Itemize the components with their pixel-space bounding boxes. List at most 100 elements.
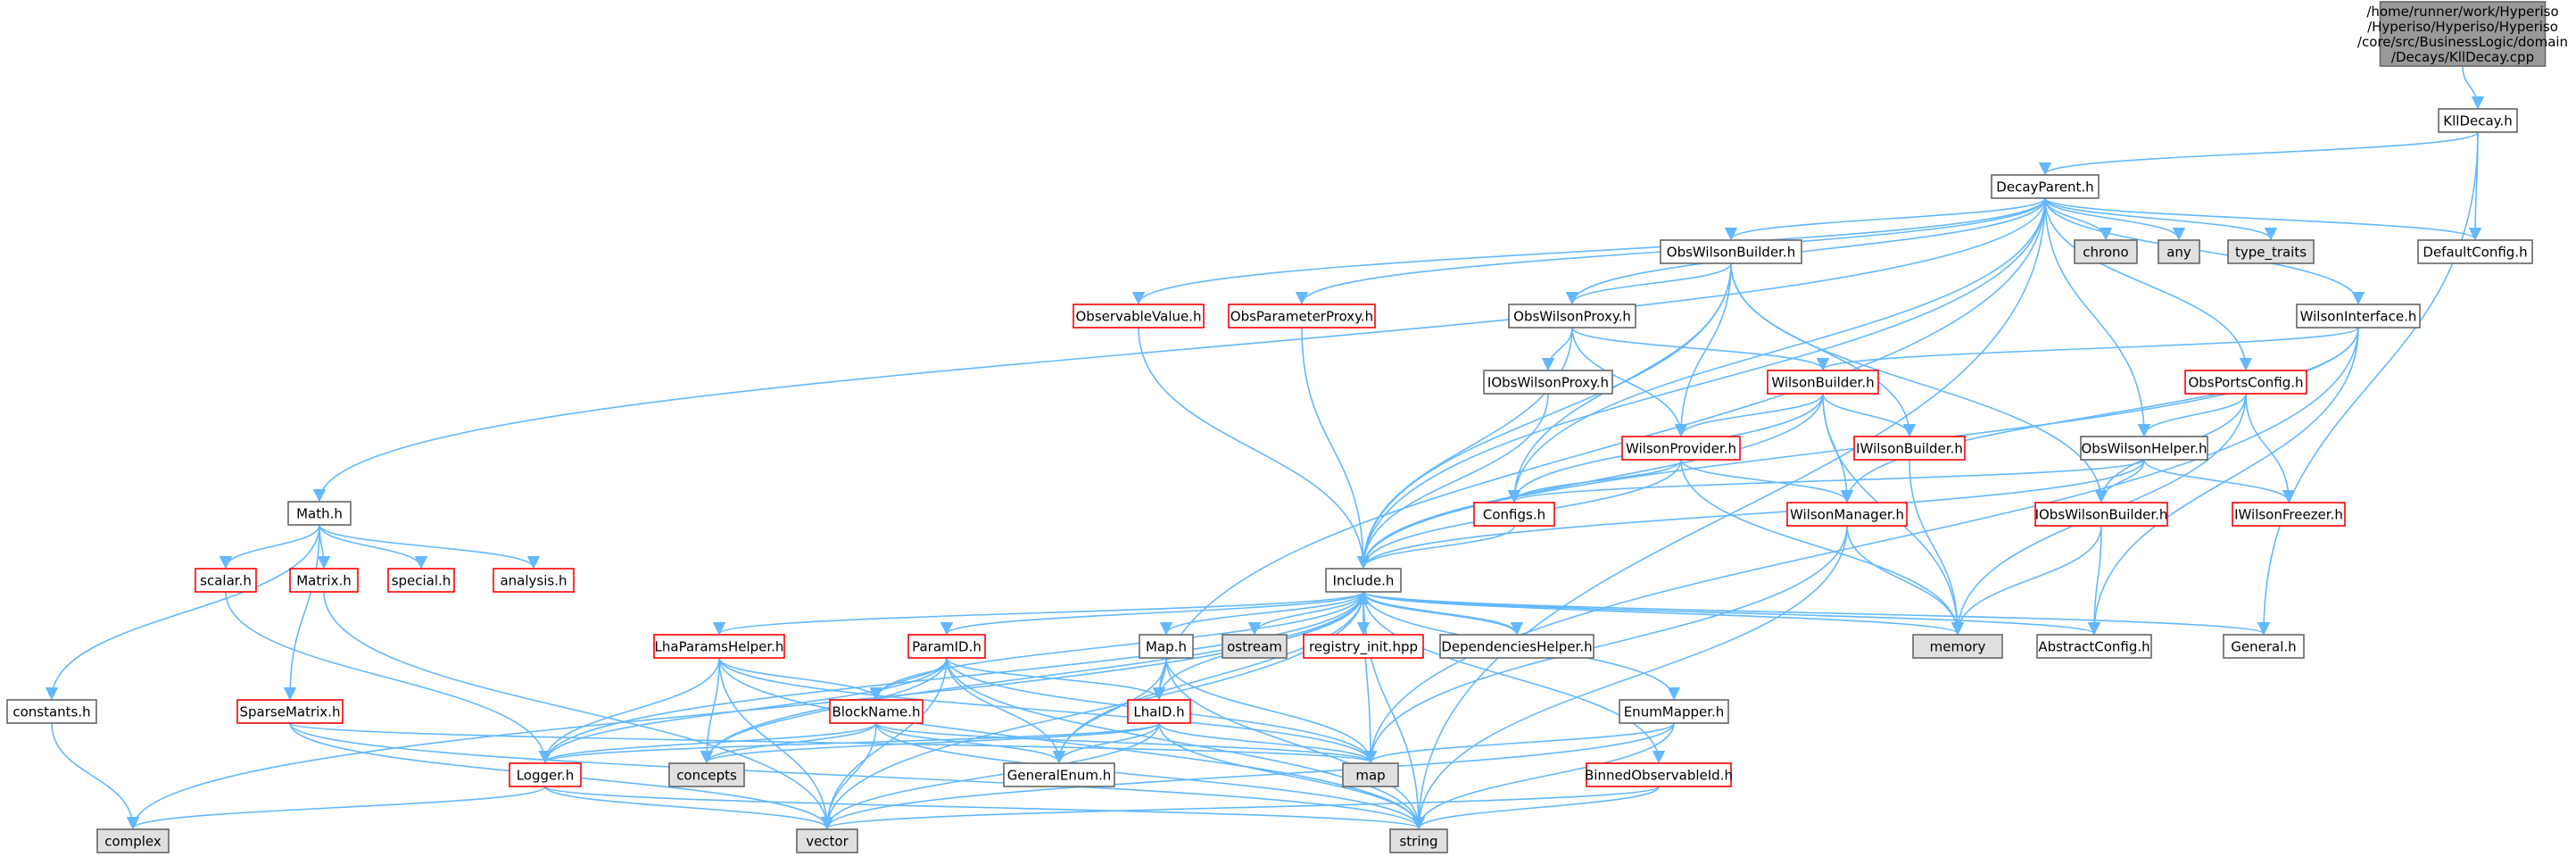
- node-ParamID[interactable]: ParamID.h: [907, 634, 986, 659]
- node-IWilsonFreezer[interactable]: IWilsonFreezer.h: [2232, 502, 2346, 527]
- node-memory[interactable]: memory: [1912, 634, 2003, 659]
- node-label-Matrix: Matrix.h: [296, 573, 352, 589]
- edge-BinnedObservableId-to-vector: [821, 786, 1660, 830]
- node-label-Math: Math.h: [296, 506, 343, 522]
- node-label-analysis: analysis.h: [500, 573, 567, 589]
- node-LhaParamsHelper[interactable]: LhaParamsHelper.h: [653, 634, 785, 659]
- node-box-WilsonManager: [1786, 502, 1908, 527]
- node-DefaultConfig[interactable]: DefaultConfig.h: [2417, 239, 2533, 264]
- node-box-ostream: [1222, 634, 1288, 659]
- node-any[interactable]: any: [2158, 239, 2200, 264]
- edge-KllDecay-to-DecayParent: [2039, 131, 2479, 176]
- node-box-concepts: [668, 762, 745, 787]
- edge-ObsParameterProxy-to-Include: [1301, 327, 1371, 570]
- node-SparseMatrix[interactable]: SparseMatrix.h: [236, 699, 344, 724]
- edge-Include-to-General: [1363, 591, 2270, 636]
- node-ObsParameterProxy[interactable]: ObsParameterProxy.h: [1228, 304, 1376, 329]
- node-box-IWilsonFreezer: [2232, 502, 2346, 527]
- node-BinnedObservableId[interactable]: BinnedObservableId.h: [1585, 762, 1733, 787]
- node-constants[interactable]: constants.h: [6, 699, 97, 724]
- edge-LhaID-to-map: [1158, 722, 1378, 764]
- node-AbstractConfig[interactable]: AbstractConfig.h: [2036, 634, 2152, 659]
- node-ObsWilsonHelper[interactable]: ObsWilsonHelper.h: [2080, 436, 2208, 461]
- node-label-DecayParent: DecayParent.h: [1996, 179, 2093, 196]
- edge-DecayParent-to-string: [1412, 197, 2046, 830]
- node-label-LhaID: LhaID.h: [1133, 704, 1184, 720]
- node-label-chrono: chrono: [2083, 245, 2128, 261]
- node-Configs[interactable]: Configs.h: [1473, 502, 1555, 527]
- node-box-GeneralEnum: [1003, 762, 1115, 787]
- edge-LhaParamsHelper-to-string: [718, 657, 1426, 830]
- node-ObsPortsConfig[interactable]: ObsPortsConfig.h: [2184, 370, 2307, 395]
- node-registry_init[interactable]: registry_init.hpp: [1303, 634, 1424, 659]
- node-label-constants: constants.h: [12, 704, 90, 720]
- edge-WilsonInterface-to-WilsonManager: [1840, 327, 2359, 503]
- edge-root-to-KllDecay: [2462, 65, 2485, 110]
- node-ObservableValue[interactable]: ObservableValue.h: [1073, 304, 1205, 329]
- node-label-BlockName: BlockName.h: [832, 704, 920, 720]
- edge-ObsWilsonHelper-to-Configs: [1508, 459, 2145, 503]
- node-IObsWilsonBuilder[interactable]: IObsWilsonBuilder.h: [2034, 502, 2168, 527]
- node-string[interactable]: string: [1389, 828, 1448, 853]
- edge-Include-to-AbstractConfig: [1363, 591, 2100, 636]
- node-map[interactable]: map: [1342, 762, 1399, 787]
- node-box-General: [2223, 634, 2305, 659]
- edge-BlockName-to-GeneralEnum: [875, 722, 1066, 764]
- edge-DecayParent-to-ObsPortsConfig: [2044, 197, 2253, 371]
- node-WilsonManager[interactable]: WilsonManager.h: [1786, 502, 1908, 527]
- node-concepts[interactable]: concepts: [668, 762, 745, 787]
- node-label-ObsWilsonProxy: ObsWilsonProxy.h: [1513, 309, 1631, 325]
- node-root[interactable]: /home/runner/work/Hyperiso/Hyperiso/Hype…: [2357, 1, 2568, 67]
- node-scalar[interactable]: scalar.h: [195, 568, 257, 593]
- node-Matrix[interactable]: Matrix.h: [289, 568, 359, 593]
- node-WilsonInterface[interactable]: WilsonInterface.h: [2296, 304, 2421, 329]
- node-label-IWilsonBuilder: IWilsonBuilder.h: [1856, 441, 1963, 457]
- edge-WilsonProvider-to-memory: [1680, 459, 1965, 636]
- node-special[interactable]: special.h: [387, 568, 455, 593]
- node-ObsWilsonProxy[interactable]: ObsWilsonProxy.h: [1508, 304, 1636, 329]
- node-Logger[interactable]: Logger.h: [509, 762, 582, 787]
- edge-ObsPortsConfig-to-ObsWilsonHelper: [2137, 393, 2247, 437]
- node-DecayParent[interactable]: DecayParent.h: [1991, 174, 2100, 199]
- node-WilsonBuilder[interactable]: WilsonBuilder.h: [1767, 370, 1879, 395]
- node-BlockName[interactable]: BlockName.h: [829, 699, 924, 724]
- node-ostream[interactable]: ostream: [1222, 634, 1288, 659]
- node-box-registry_init: [1303, 634, 1424, 659]
- edge-ObsWilsonProxy-to-WilsonProvider: [1571, 327, 1688, 437]
- edge-DecayParent-to-ObsWilsonBuilder: [1724, 197, 2046, 241]
- node-label-map: map: [1355, 768, 1385, 784]
- node-complex[interactable]: complex: [96, 828, 170, 853]
- node-GeneralEnum[interactable]: GeneralEnum.h: [1003, 762, 1115, 787]
- node-label-type_traits: type_traits: [2235, 245, 2307, 262]
- node-MapH[interactable]: Map.h: [1139, 634, 1194, 659]
- edge-Include-to-DependenciesHelper: [1363, 591, 1524, 636]
- node-General[interactable]: General.h: [2223, 634, 2305, 659]
- node-box-ObsWilsonBuilder: [1660, 239, 1802, 264]
- edge-SparseMatrix-to-string: [289, 722, 1425, 830]
- edge-EnumMapper-to-map: [1364, 722, 1675, 764]
- edge-ParamID-to-concepts: [700, 657, 948, 764]
- edge-IObsWilsonBuilder-to-memory: [1951, 525, 2102, 636]
- node-DependenciesHelper[interactable]: DependenciesHelper.h: [1439, 634, 1594, 659]
- node-label-KllDecay: KllDecay.h: [2443, 113, 2512, 129]
- node-ObsWilsonBuilder[interactable]: ObsWilsonBuilder.h: [1660, 239, 1802, 264]
- edge-WilsonBuilder-to-IWilsonBuilder: [1822, 393, 1917, 437]
- node-label-complex: complex: [104, 834, 162, 850]
- node-IObsWilsonProxy[interactable]: IObsWilsonProxy.h: [1483, 370, 1613, 395]
- node-chrono[interactable]: chrono: [2074, 239, 2138, 264]
- node-Include[interactable]: Include.h: [1325, 568, 1402, 593]
- node-Math[interactable]: Math.h: [287, 501, 352, 526]
- node-KllDecay[interactable]: KllDecay.h: [2438, 108, 2518, 133]
- node-type_traits[interactable]: type_traits: [2227, 239, 2315, 264]
- node-analysis[interactable]: analysis.h: [493, 568, 575, 593]
- node-box-BinnedObservableId: [1586, 762, 1732, 787]
- node-IWilsonBuilder[interactable]: IWilsonBuilder.h: [1853, 436, 1966, 461]
- node-EnumMapper[interactable]: EnumMapper.h: [1619, 699, 1729, 724]
- edge-ParamID-to-LhaID: [946, 657, 1166, 701]
- node-WilsonProvider[interactable]: WilsonProvider.h: [1621, 436, 1741, 461]
- node-vector[interactable]: vector: [796, 828, 858, 853]
- edge-ObsWilsonProxy-to-IObsWilsonProxy: [1541, 327, 1573, 371]
- edge-WilsonManager-to-string: [1412, 525, 1848, 830]
- node-LhaID[interactable]: LhaID.h: [1127, 699, 1191, 724]
- edge-Include-to-BinnedObservableId: [1363, 591, 1666, 764]
